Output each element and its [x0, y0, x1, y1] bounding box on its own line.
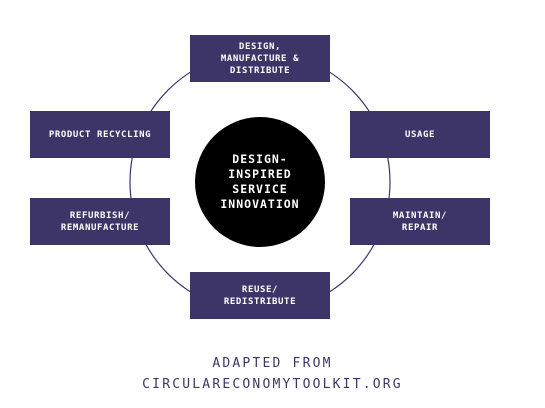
center-circle-label: DESIGN- INSPIRED SERVICE INNOVATION: [195, 117, 325, 247]
caption-adapted-from: ADAPTED FROM: [212, 356, 333, 371]
caption-source-link: CIRCULARECONOMYTOOLKIT.ORG: [142, 377, 403, 392]
stage-usage: USAGE: [350, 111, 490, 158]
stage-product-recycling: PRODUCT RECYCLING: [30, 111, 170, 158]
stage-reuse-redistribute: REUSE/ REDISTRIBUTE: [190, 272, 330, 319]
stage-maintain-repair: MAINTAIN/ REPAIR: [350, 198, 490, 245]
stage-refurbish-remanufacture: REFURBISH/ REMANUFACTURE: [30, 198, 170, 245]
stage-design-manufacture-distribute: DESIGN, MANUFACTURE & DISTRIBUTE: [190, 35, 330, 82]
